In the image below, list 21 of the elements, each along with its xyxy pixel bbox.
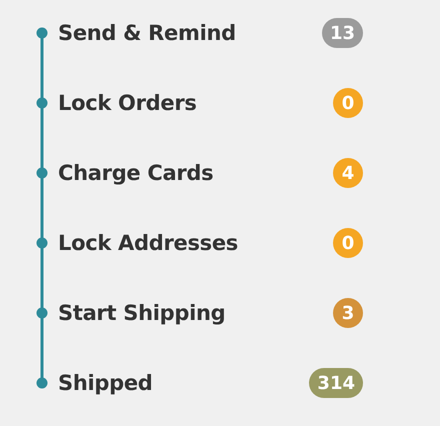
step-item (36, 88, 197, 118)
count-badge: 3 (333, 298, 363, 328)
timeline-line (40, 328, 44, 368)
timeline-line (40, 188, 44, 228)
step-label: Shipped (58, 371, 153, 395)
step-label: Start Shipping (58, 301, 226, 325)
step-label: Lock Orders (58, 91, 197, 115)
timeline-line (40, 48, 44, 88)
step-item (36, 298, 226, 328)
count-badge: 0 (333, 88, 363, 118)
timeline-line (40, 258, 44, 298)
count-badge: 4 (333, 158, 363, 188)
step-item (36, 228, 238, 258)
step-item (36, 158, 214, 188)
count-badge: 13 (322, 18, 363, 48)
count-badge: 0 (333, 228, 363, 258)
timeline-line (40, 118, 44, 158)
step-label: Lock Addresses (58, 231, 238, 255)
step-label: Charge Cards (58, 161, 214, 185)
count-badge: 314 (309, 368, 363, 398)
step-label: Send & Remind (58, 21, 236, 45)
